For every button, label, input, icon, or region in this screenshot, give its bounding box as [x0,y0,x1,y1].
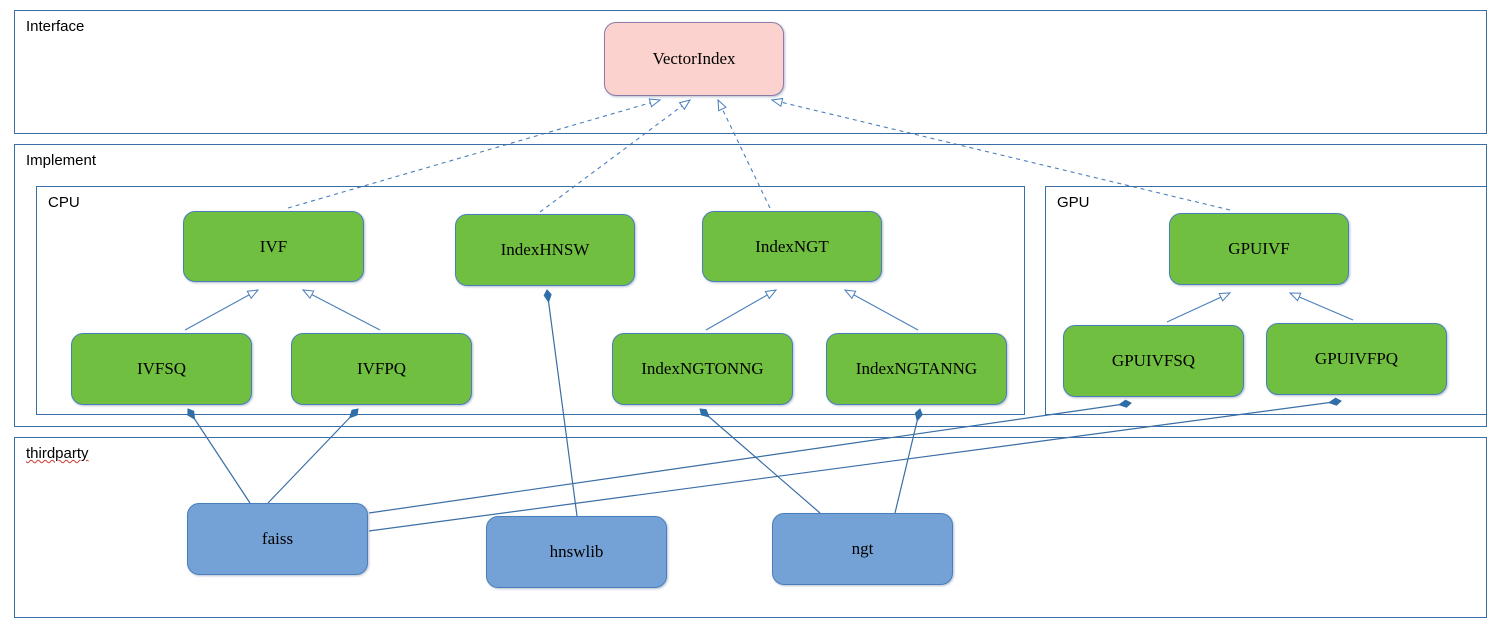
node-gpuivf[interactable]: GPUIVF [1169,213,1349,285]
group-cpu-label: CPU [48,194,80,211]
node-indexngt[interactable]: IndexNGT [702,211,882,282]
group-thirdparty [14,437,1487,618]
group-implement-label: Implement [26,152,97,169]
node-indexngtanng[interactable]: IndexNGTANNG [826,333,1007,405]
node-indexhnsw[interactable]: IndexHNSW [455,214,635,286]
group-gpu-label: GPU [1057,194,1090,211]
group-interface [14,10,1487,134]
node-indexngtonng[interactable]: IndexNGTONNG [612,333,793,405]
node-hnswlib[interactable]: hnswlib [486,516,667,588]
group-interface-label: Interface [26,18,85,35]
node-ngt[interactable]: ngt [772,513,953,585]
group-gpu [1045,186,1487,415]
node-faiss[interactable]: faiss [187,503,368,575]
node-gpuivfsq[interactable]: GPUIVFSQ [1063,325,1244,397]
group-cpu [36,186,1025,415]
node-ivf[interactable]: IVF [183,211,364,282]
node-vectorindex[interactable]: VectorIndex [604,22,784,96]
node-ivfsq[interactable]: IVFSQ [71,333,252,405]
group-thirdparty-label: thirdparty [26,445,89,462]
node-gpuivfpq[interactable]: GPUIVFPQ [1266,323,1447,395]
node-ivfpq[interactable]: IVFPQ [291,333,472,405]
